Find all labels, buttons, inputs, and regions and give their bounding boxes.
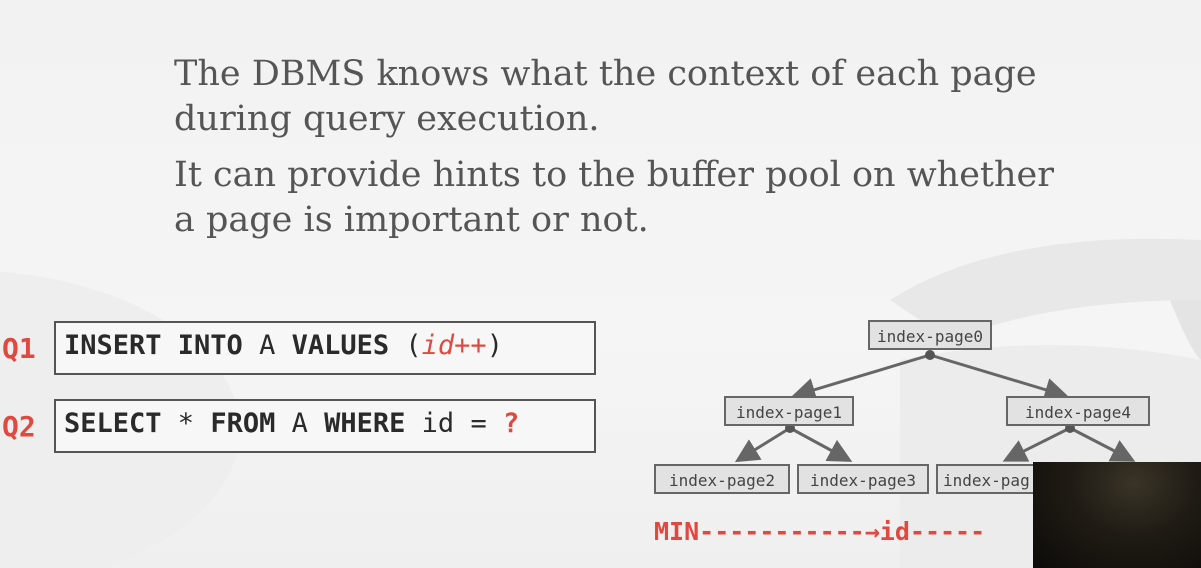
q2-text-a: A [275,408,325,439]
q2-label: Q2 [2,410,36,443]
min-label: MIN [654,517,700,546]
edge-page0-page1 [791,353,931,402]
q1-text-a: A [242,330,292,361]
q1-kw-insert: INSERT INTO [64,330,243,361]
range-dashes-right: ----- [909,517,986,546]
q1-paren-close: ) [486,330,503,361]
id-label: id [879,517,910,546]
q1-label: Q1 [2,332,36,365]
range-dashes-left: ----------- [699,517,865,546]
presenter-video-overlay [1033,462,1201,568]
edge-page4-pageleft [1002,426,1071,462]
q2-text-star: * [161,408,211,439]
q1-paren-open: ( [389,330,422,361]
q1-query-box: INSERT INTO A VALUES (id++) [54,321,596,375]
bullet-list: The DBMS knows what the context of each … [174,52,1074,243]
bullet-2: It can provide hints to the buffer pool … [174,155,1054,240]
q2-param-placeholder: ? [502,408,520,439]
edge-page0-page4 [929,353,1069,402]
min-to-id-range-arrow: MIN-----------→id----- [654,515,985,549]
tree-node-index-page4: index-page4 [1006,396,1150,426]
q2-kw-from: FROM [210,408,276,439]
q2-kw-where: WHERE [324,408,406,439]
edge-page1-page2 [734,426,791,463]
q1-kw-values: VALUES [291,330,390,361]
q2-query-box: SELECT * FROM A WHERE id = ? [54,399,596,453]
tree-node-index-page0: index-page0 [868,320,992,350]
bullet-1: The DBMS knows what the context of each … [174,54,1037,139]
q2-text-cond: id = [405,408,503,439]
range-arrowhead: → [864,517,880,546]
edge-page4-pageright [1069,426,1136,462]
tree-node-index-page3: index-page3 [797,464,929,494]
q1-id-increment: id++ [421,330,487,361]
tree-node-index-page2: index-page2 [654,464,790,494]
edge-page1-page3 [789,426,853,462]
tree-node-index-page-partial: index-pag [936,464,1046,494]
q2-kw-select: SELECT [64,408,162,439]
tree-node-index-page1: index-page1 [724,396,854,426]
